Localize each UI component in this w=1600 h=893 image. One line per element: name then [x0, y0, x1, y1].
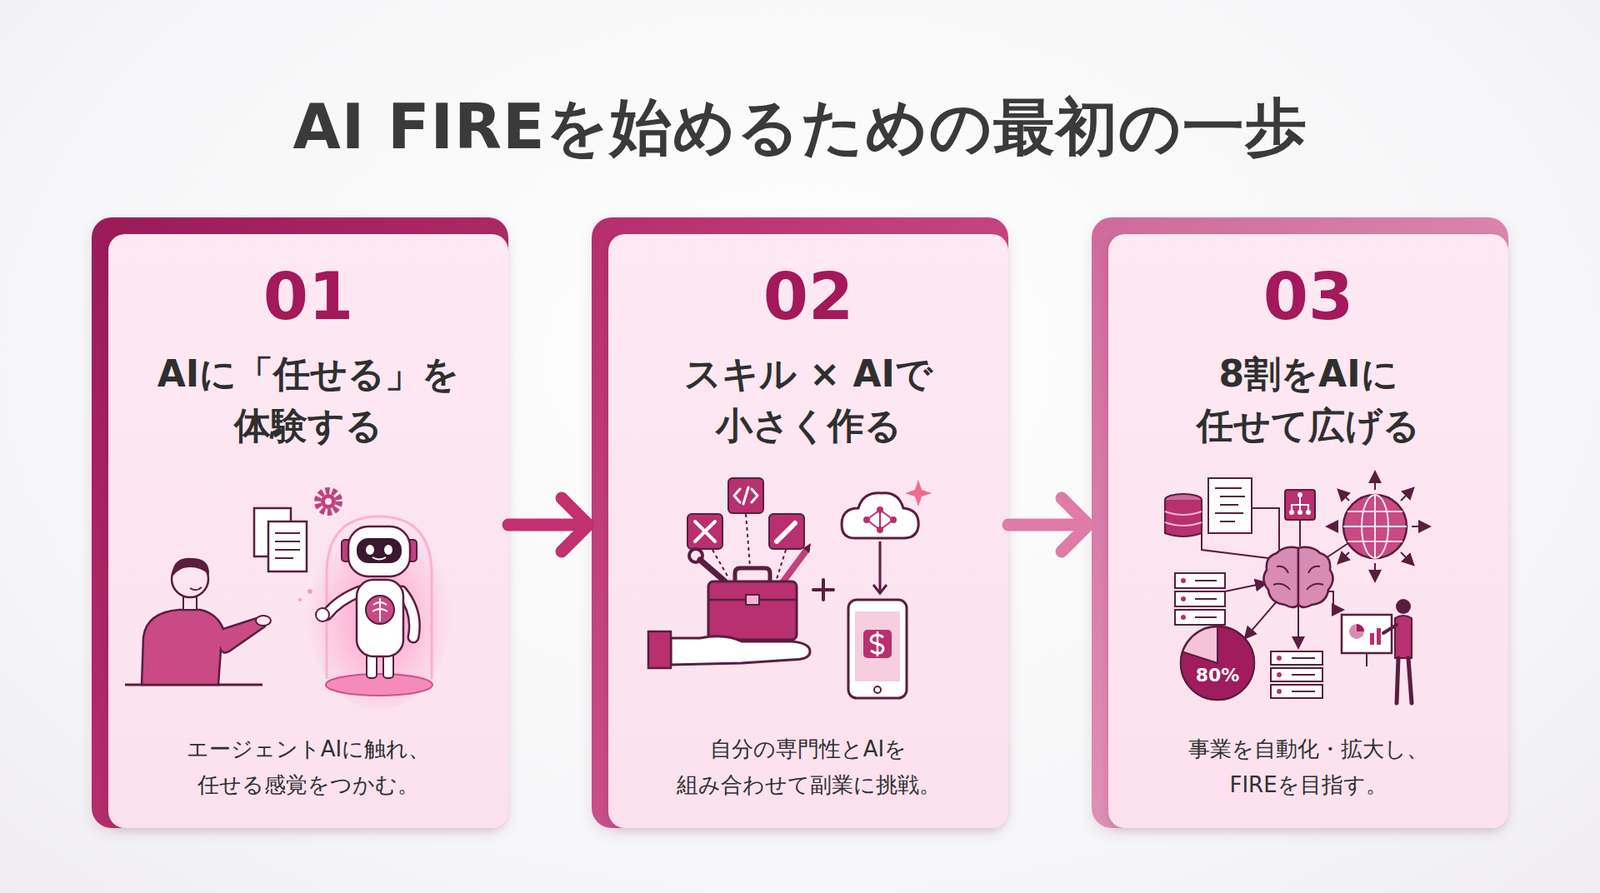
step-heading: スキル × AIで 小さく作る [633, 348, 984, 452]
card-panel: 02 スキル × AIで 小さく作る自分の専門性とAIを 組み合わせて副業に挑戦。 [608, 234, 1009, 829]
flow-arrow [1008, 498, 1089, 552]
step-number: 03 [1108, 264, 1509, 330]
arrow-shaft [1008, 519, 1085, 532]
step-description: 自分の専門性とAIを 組み合わせて副業に挑戦。 [641, 731, 975, 804]
arrow-head [1061, 498, 1089, 552]
card-panel: 01AIに「任せる」を 体験するエージェントAIに触れ、 任せる感覚をつかむ。 [108, 234, 509, 829]
build-illustration [591, 466, 1009, 717]
arrow-head [561, 498, 589, 552]
scale-illustration [1091, 466, 1509, 717]
diagram-title: AI FIREを始めるための最初の一歩 [0, 93, 1600, 161]
step-number: 02 [608, 264, 1009, 330]
chart-percentage: 80% [1195, 665, 1240, 686]
step-heading: AIに「任せる」を 体験する [133, 348, 484, 452]
arrow-shaft [508, 519, 585, 532]
step-description: エージェントAIに触れ、 任せる感覚をつかむ。 [141, 731, 475, 804]
flow-arrow [508, 498, 589, 552]
step-heading: 8割をAIに 任せて広げる [1133, 348, 1484, 452]
step-description: 事業を自動化・拡大し、 FIREを目指す。 [1141, 731, 1475, 804]
step-number: 01 [108, 264, 509, 330]
delegate-illustration [91, 466, 509, 717]
